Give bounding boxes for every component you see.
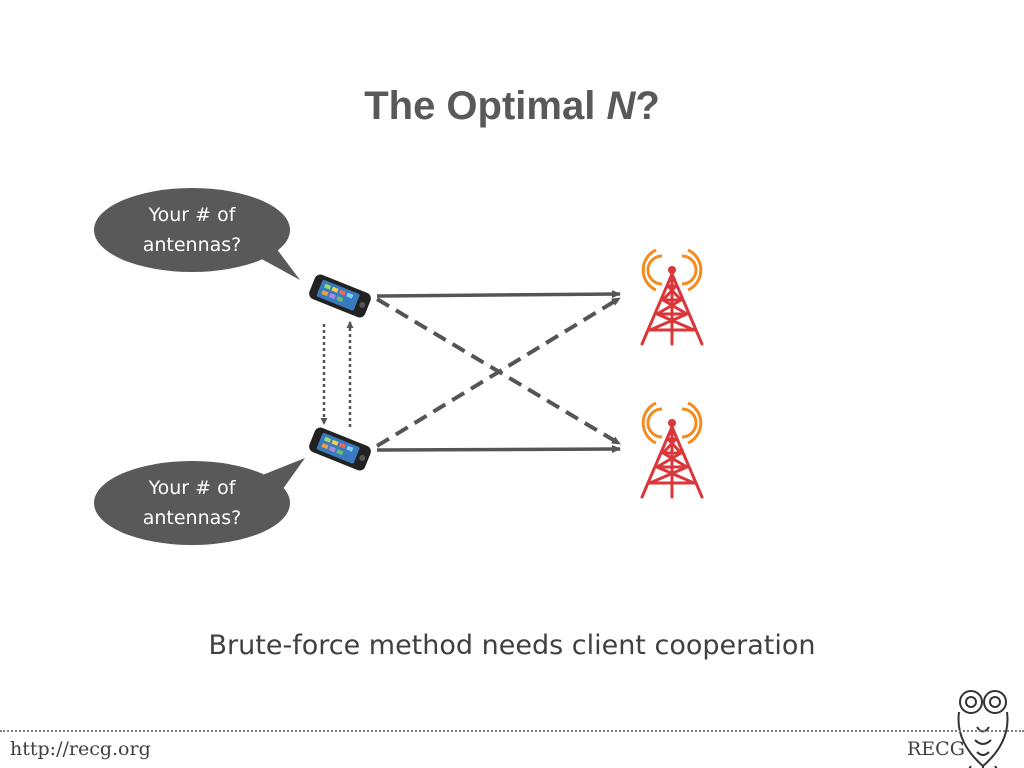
slide-title: The Optimal N? — [0, 84, 1024, 129]
footer-divider — [0, 730, 1024, 732]
footer-url[interactable]: http://recg.org — [10, 738, 151, 760]
bubble-bottom-text: Your # of antennas? — [117, 473, 267, 533]
cell-tower-icon — [640, 401, 704, 499]
footer-brand: RECG — [907, 738, 965, 760]
bubble-top — [94, 188, 300, 280]
caption: Brute-force method needs client cooperat… — [208, 630, 816, 661]
bubble-top-text: Your # of antennas? — [117, 200, 267, 260]
owl-logo-icon — [957, 690, 1009, 768]
title-main: The Optimal — [364, 84, 607, 128]
arrow-phone2-to-tower2 — [376, 445, 621, 454]
bubble-bottom — [94, 458, 305, 545]
bubble-top-line2: antennas? — [142, 234, 242, 256]
title-end: ? — [635, 84, 660, 128]
arrow-phone1-to-tower1 — [376, 290, 621, 299]
bubble-bottom-line1: Your # of — [148, 477, 236, 499]
dashed-arrow-phone2-to-tower1 — [375, 296, 622, 448]
bubble-bottom-line2: antennas? — [142, 507, 242, 529]
title-variable: N — [606, 84, 636, 128]
cell-tower-icon — [640, 248, 704, 346]
smartphone-icon — [307, 272, 373, 320]
smartphone-icon — [307, 425, 373, 473]
bubble-top-line1: Your # of — [148, 204, 236, 226]
